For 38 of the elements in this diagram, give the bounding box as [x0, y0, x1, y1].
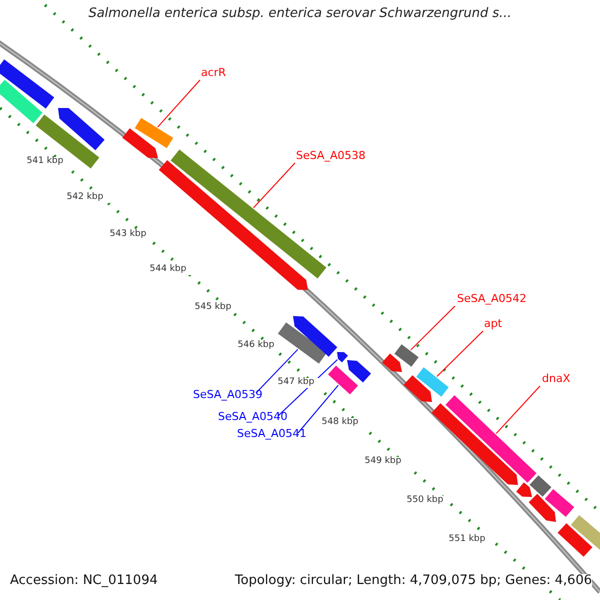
- gene-feature: [432, 403, 518, 485]
- gene-feature: [382, 354, 402, 372]
- gene-label: SeSA_A0542: [457, 293, 526, 306]
- leader-line: [410, 306, 456, 350]
- leader-line: [157, 80, 200, 128]
- gene-feature: [0, 59, 54, 109]
- gene-feature: [122, 128, 158, 158]
- leader-line: [253, 162, 296, 208]
- gene-label: SeSA_A0538: [296, 150, 366, 162]
- gene-label: dnaX: [542, 373, 570, 386]
- gene-feature: [446, 395, 536, 483]
- gene-feature: [416, 367, 449, 397]
- leader-line: [496, 386, 540, 434]
- map-title: Salmonella enterica subsp. enterica serovar Schwarzengrund s...: [87, 7, 513, 22]
- gene-feature: [530, 475, 552, 497]
- gene-feature: [293, 316, 338, 357]
- gene-label: SeSA_A0540: [218, 411, 288, 424]
- gene-feature: [558, 523, 592, 557]
- gene-label: SeSA_A0539: [193, 389, 262, 402]
- gene-feature: [337, 352, 348, 362]
- gene-feature: [328, 366, 358, 394]
- leader-line: [298, 384, 339, 434]
- gene-feature: [528, 494, 556, 522]
- gene-label: acrR: [201, 67, 226, 80]
- gene-label: apt: [484, 318, 502, 330]
- gene-feature: [347, 360, 371, 382]
- gene-feature: [404, 375, 432, 402]
- gene-label: SeSA_A0541: [237, 428, 306, 440]
- genome-info-text: Topology: circular; Length: 4,709,075 bp; Genes: 4,606: [234, 574, 592, 588]
- leader-line: [256, 348, 298, 394]
- gene-feature: [544, 489, 574, 517]
- gene-feature: [134, 118, 174, 148]
- leader-line: [436, 330, 484, 378]
- accession-text: Accession: NC_011094: [10, 574, 158, 588]
- gene-feature: [394, 344, 419, 367]
- gene-feature: [278, 322, 328, 364]
- gene-feature: [0, 80, 43, 124]
- gene-feature: [58, 108, 105, 150]
